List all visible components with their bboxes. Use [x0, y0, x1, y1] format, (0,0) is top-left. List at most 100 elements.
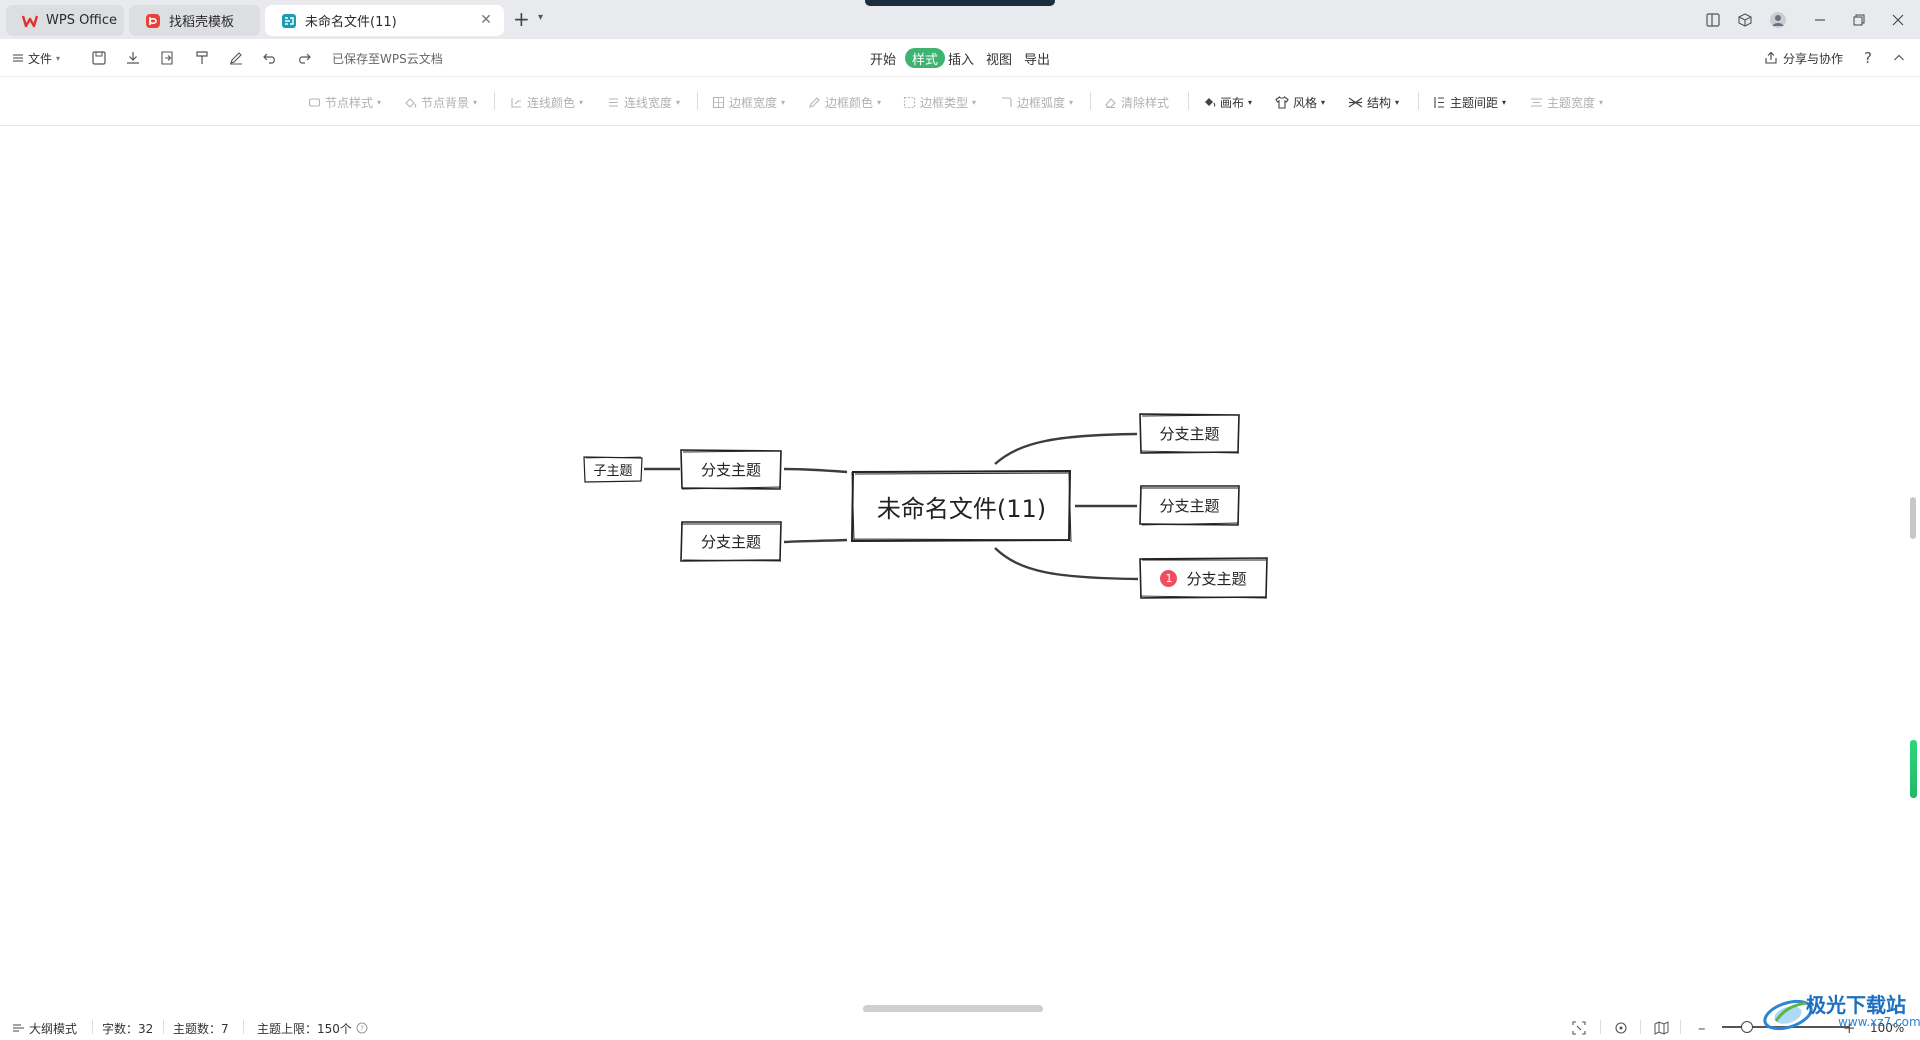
line-width-dropdown[interactable]: 连线宽度▾ [607, 92, 680, 112]
border-radius-label: 边框弧度 [1017, 95, 1066, 110]
share-icon [1765, 51, 1777, 64]
node-style-label: 节点样式 [325, 95, 374, 110]
save-status: 已保存至WPS云文档 [332, 51, 443, 66]
title-tab-bar: WPS Office 找稻壳模板 未命名文件(11) ✕ + ▾ [0, 0, 1920, 39]
tab-insert[interactable]: 插入 [948, 52, 975, 68]
new-tab-icon[interactable]: + [513, 7, 530, 31]
sketch-border [680, 521, 782, 562]
node-background-dropdown[interactable]: 节点背景▾ [404, 92, 477, 112]
connector-lines [644, 432, 1139, 581]
share-collab-button[interactable]: 分享与协作 [1764, 49, 1843, 67]
outline-mode-button[interactable]: 大纲模式 [12, 1020, 77, 1036]
zoom-level[interactable]: 100% [1870, 1021, 1905, 1035]
node-style-dropdown[interactable]: 节点样式▾ [308, 92, 381, 112]
line-color-icon [511, 97, 521, 108]
caret-icon: ▾ [676, 97, 681, 107]
save-icon[interactable] [89, 48, 109, 68]
canvas-dropdown[interactable]: 画布▾ [1203, 92, 1252, 112]
caret-icon: ▾ [1069, 97, 1074, 107]
border-radius-dropdown[interactable]: 边框弧度▾ [1000, 92, 1073, 112]
tab-wps-office[interactable]: WPS Office [6, 5, 124, 36]
branch-topic[interactable]: 分支主题 [1139, 485, 1240, 526]
tab-export[interactable]: 导出 [1024, 52, 1051, 68]
chevron-down-icon: ▾ [56, 53, 61, 63]
topic-width-dropdown[interactable]: 主题宽度▾ [1530, 92, 1603, 112]
tab-style[interactable]: 样式 [905, 48, 946, 68]
paint-bucket-icon [405, 97, 417, 108]
status-divider [1680, 1020, 1681, 1034]
branch-topic[interactable]: 分支主题 [1139, 413, 1240, 454]
toolbar-divider [494, 92, 495, 110]
pen-icon[interactable] [226, 48, 246, 68]
watermark-title: 极光下载站 [1806, 993, 1906, 1017]
status-divider [243, 1020, 244, 1034]
redo-icon[interactable] [294, 48, 314, 68]
clear-style-button[interactable]: 清除样式 [1104, 92, 1169, 112]
branch-topic[interactable]: 分支主题 [680, 521, 782, 562]
sub-topic[interactable]: 子主题 [583, 456, 643, 483]
priority-badge-icon[interactable]: 1 [1160, 569, 1178, 587]
user-avatar-icon[interactable] [1766, 8, 1790, 32]
line-width-label: 连线宽度 [624, 95, 673, 110]
theme-style-dropdown[interactable]: 风格▾ [1275, 92, 1325, 112]
border-width-label: 边框宽度 [729, 95, 778, 110]
border-type-dropdown[interactable]: 边框类型▾ [903, 92, 976, 112]
vertical-scrollbar[interactable] [1910, 497, 1916, 539]
sketch-border [583, 456, 643, 483]
eraser-icon [1105, 97, 1116, 108]
sub-topic-label: 子主题 [593, 464, 633, 479]
caret-icon: ▾ [473, 97, 478, 107]
tab-start[interactable]: 开始 [870, 52, 897, 68]
format-painter-icon[interactable] [192, 48, 212, 68]
toolbar-divider [1418, 92, 1419, 110]
border-type-icon [903, 96, 916, 108]
tab-view[interactable]: 视图 [986, 52, 1013, 68]
branch-topic-with-badge[interactable]: 1 分支主题 [1139, 557, 1268, 599]
close-window-icon[interactable] [1886, 8, 1910, 32]
chevron-down-icon[interactable]: ▾ [538, 12, 544, 23]
undo-icon[interactable] [260, 48, 280, 68]
branch-topic[interactable]: 分支主题 [680, 449, 782, 490]
border-radius-icon [1002, 96, 1012, 107]
zoom-slider-handle[interactable] [1741, 1021, 1753, 1033]
info-icon[interactable]: ? [356, 1022, 368, 1034]
line-color-label: 连线颜色 [527, 95, 576, 110]
horizontal-scrollbar[interactable] [863, 1005, 1043, 1013]
fit-selection-icon[interactable] [1572, 1020, 1586, 1036]
tab-docer-templates[interactable]: 找稻壳模板 [129, 5, 260, 36]
border-color-icon [809, 96, 820, 108]
cube-icon[interactable] [1733, 8, 1757, 32]
zoom-in-icon[interactable]: + [1843, 1019, 1856, 1037]
download-icon[interactable] [123, 48, 143, 68]
file-menu[interactable]: 文件 ▾ [12, 49, 60, 67]
border-color-dropdown[interactable]: 边框颜色▾ [808, 92, 881, 112]
border-width-dropdown[interactable]: 边框宽度▾ [712, 92, 785, 112]
topic-width-label: 主题宽度 [1547, 95, 1596, 110]
help-icon[interactable]: ? [1864, 49, 1872, 67]
restore-icon[interactable] [1847, 8, 1871, 32]
side-panel-handle[interactable] [1910, 740, 1917, 798]
collapse-ribbon-icon[interactable] [1889, 48, 1909, 68]
zoom-out-icon[interactable]: – [1698, 1019, 1706, 1037]
caret-icon: ▾ [972, 97, 977, 107]
tab-mindmap-file[interactable]: 未命名文件(11) ✕ [265, 5, 504, 36]
map-view-icon[interactable] [1654, 1020, 1669, 1036]
site-watermark: 极光下载站 www.xz7.com [1760, 985, 1920, 1040]
line-color-dropdown[interactable]: 连线颜色▾ [510, 92, 583, 112]
export-icon[interactable] [157, 48, 177, 68]
minimize-icon[interactable] [1808, 8, 1832, 32]
outline-mode-label: 大纲模式 [29, 1021, 78, 1036]
structure-dropdown[interactable]: 结构▾ [1348, 92, 1399, 112]
branch-topic-label: 分支主题 [1159, 497, 1220, 515]
node-style-icon [308, 97, 321, 107]
root-topic[interactable]: 未命名文件(11) [850, 469, 1072, 543]
close-tab-icon[interactable]: ✕ [480, 12, 492, 28]
theme-style-label: 风格 [1293, 95, 1318, 110]
layout-icon[interactable] [1701, 8, 1725, 32]
topic-spacing-dropdown[interactable]: 主题间距▾ [1433, 92, 1506, 112]
mindmap-canvas[interactable]: 未命名文件(11) 分支主题 分支主题 1 分支主题 [0, 127, 1920, 1012]
status-divider [1600, 1020, 1601, 1034]
locate-icon[interactable] [1614, 1020, 1628, 1036]
spacing-icon [1434, 96, 1444, 108]
